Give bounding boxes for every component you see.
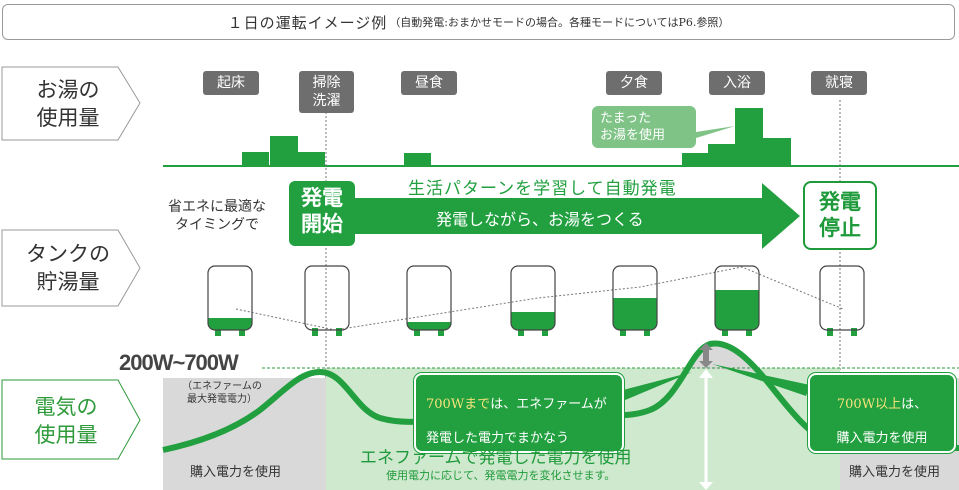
arrow-line2: 発電しながら、お湯をつくる [436,210,644,229]
tank-leg [312,328,318,336]
event-tag-wake: 起床 [203,71,259,95]
tank-water [715,290,759,330]
tank-water [208,318,252,330]
row-label-tank: タンクの 貯湯量 [26,242,110,294]
tank-outline [612,265,658,331]
callout-right: 700W以上は、 購入電力を使用 [808,373,956,453]
enefarm-main-label: エネファームで発電した電力を使用 [360,448,632,468]
tank [612,265,658,336]
tank-outline [406,265,452,331]
enefarm-arrow [699,369,713,490]
callout-left-highlight: 700Wまで [426,397,491,412]
tank-outline [714,265,760,331]
stop-box: 発電 停止 [803,181,877,250]
row-label-usage: お湯の 使用量 [36,78,100,130]
callout-right-text2: 購入電力を使用 [836,431,928,446]
tank [819,265,865,336]
usage-bars [242,108,791,165]
callout-left: 700Wまでは、エネファームが 発電した電力でまかなう [414,373,624,453]
event-tag-clean: 掃除 洗濯 [299,71,354,113]
arrow-line1: 生活パターンを学習して自動発電 [408,179,677,199]
tank-leg [827,328,833,336]
usage-bar [735,108,763,165]
event-tag-lunch: 昼食 [401,71,457,95]
tank-leg [518,328,524,336]
callout-right-pointer [712,364,810,396]
callout-left-text1: は、エネファームが [490,397,607,412]
tank-leg [722,328,728,336]
tank-leg [414,328,420,336]
event-tag-sleep: 就寝 [811,71,867,95]
callout-left-text2: 発電した電力でまかなう [426,431,570,446]
usage-bar [763,138,791,165]
title-box: １日の運転イメージ例 （自動発電:おまかせモードの場合。各種モードについてはP6… [2,4,955,40]
tank-leg [215,328,221,336]
start-box: 発電 開始 [289,181,355,246]
usage-label-frame [1,66,141,141]
tank-outline [207,265,253,331]
enefarm-sub-label: 使用電力に応じて、発電電力を変化させます。 [386,469,616,482]
bubble-pointer [696,126,735,138]
tank-water [511,312,555,330]
tank-label-frame [1,229,141,307]
power-range: 200W~700W [119,350,239,375]
peak-arrow [699,343,713,368]
tank-water [613,298,657,330]
tank-outline [510,265,556,331]
tank-outline [304,265,350,331]
tank-leg [644,328,650,336]
tank [714,265,760,336]
tank [304,265,350,336]
usage-bar [404,153,431,165]
process-arrow [330,183,800,249]
tank-water [407,322,451,330]
tank-leg [620,328,626,336]
tank-leg [239,328,245,336]
tank-leg [542,328,548,336]
usage-bubble: たまった お湯を使用 [592,106,696,148]
buy-label-right: 購入電力を使用 [849,465,941,480]
callout-right-highlight: 700W以上 [836,397,902,412]
callout-right-text1: は、 [901,397,928,412]
event-tag-bath: 入浴 [709,71,765,95]
usage-bar [682,153,708,165]
tank-leg [336,328,342,336]
usage-bar [242,152,269,165]
usage-bar [708,144,735,165]
buy-label-left: 購入電力を使用 [190,465,282,480]
row-label-power: 電気の 使用量 [34,395,98,447]
tank [207,265,253,336]
tank-leg [851,328,857,336]
tank-leg [746,328,752,336]
title-main: １日の運転イメージ例 [227,13,388,32]
usage-bar [298,152,325,165]
buy-area-left [163,378,326,490]
tank [406,265,452,336]
tank-leg [438,328,444,336]
title-sub: （自動発電:おまかせモードの場合。各種モードについてはP6.参照） [389,16,730,29]
power-label-frame [1,379,141,460]
power-range-note: （エネファームの 最大発電電力） [182,381,262,405]
tank-outline [819,265,865,331]
tank [510,265,556,336]
event-tag-dinner: 夕食 [606,71,662,95]
timing-text: 省エネに最適な タイミングで [168,199,266,233]
usage-bar [270,136,298,165]
